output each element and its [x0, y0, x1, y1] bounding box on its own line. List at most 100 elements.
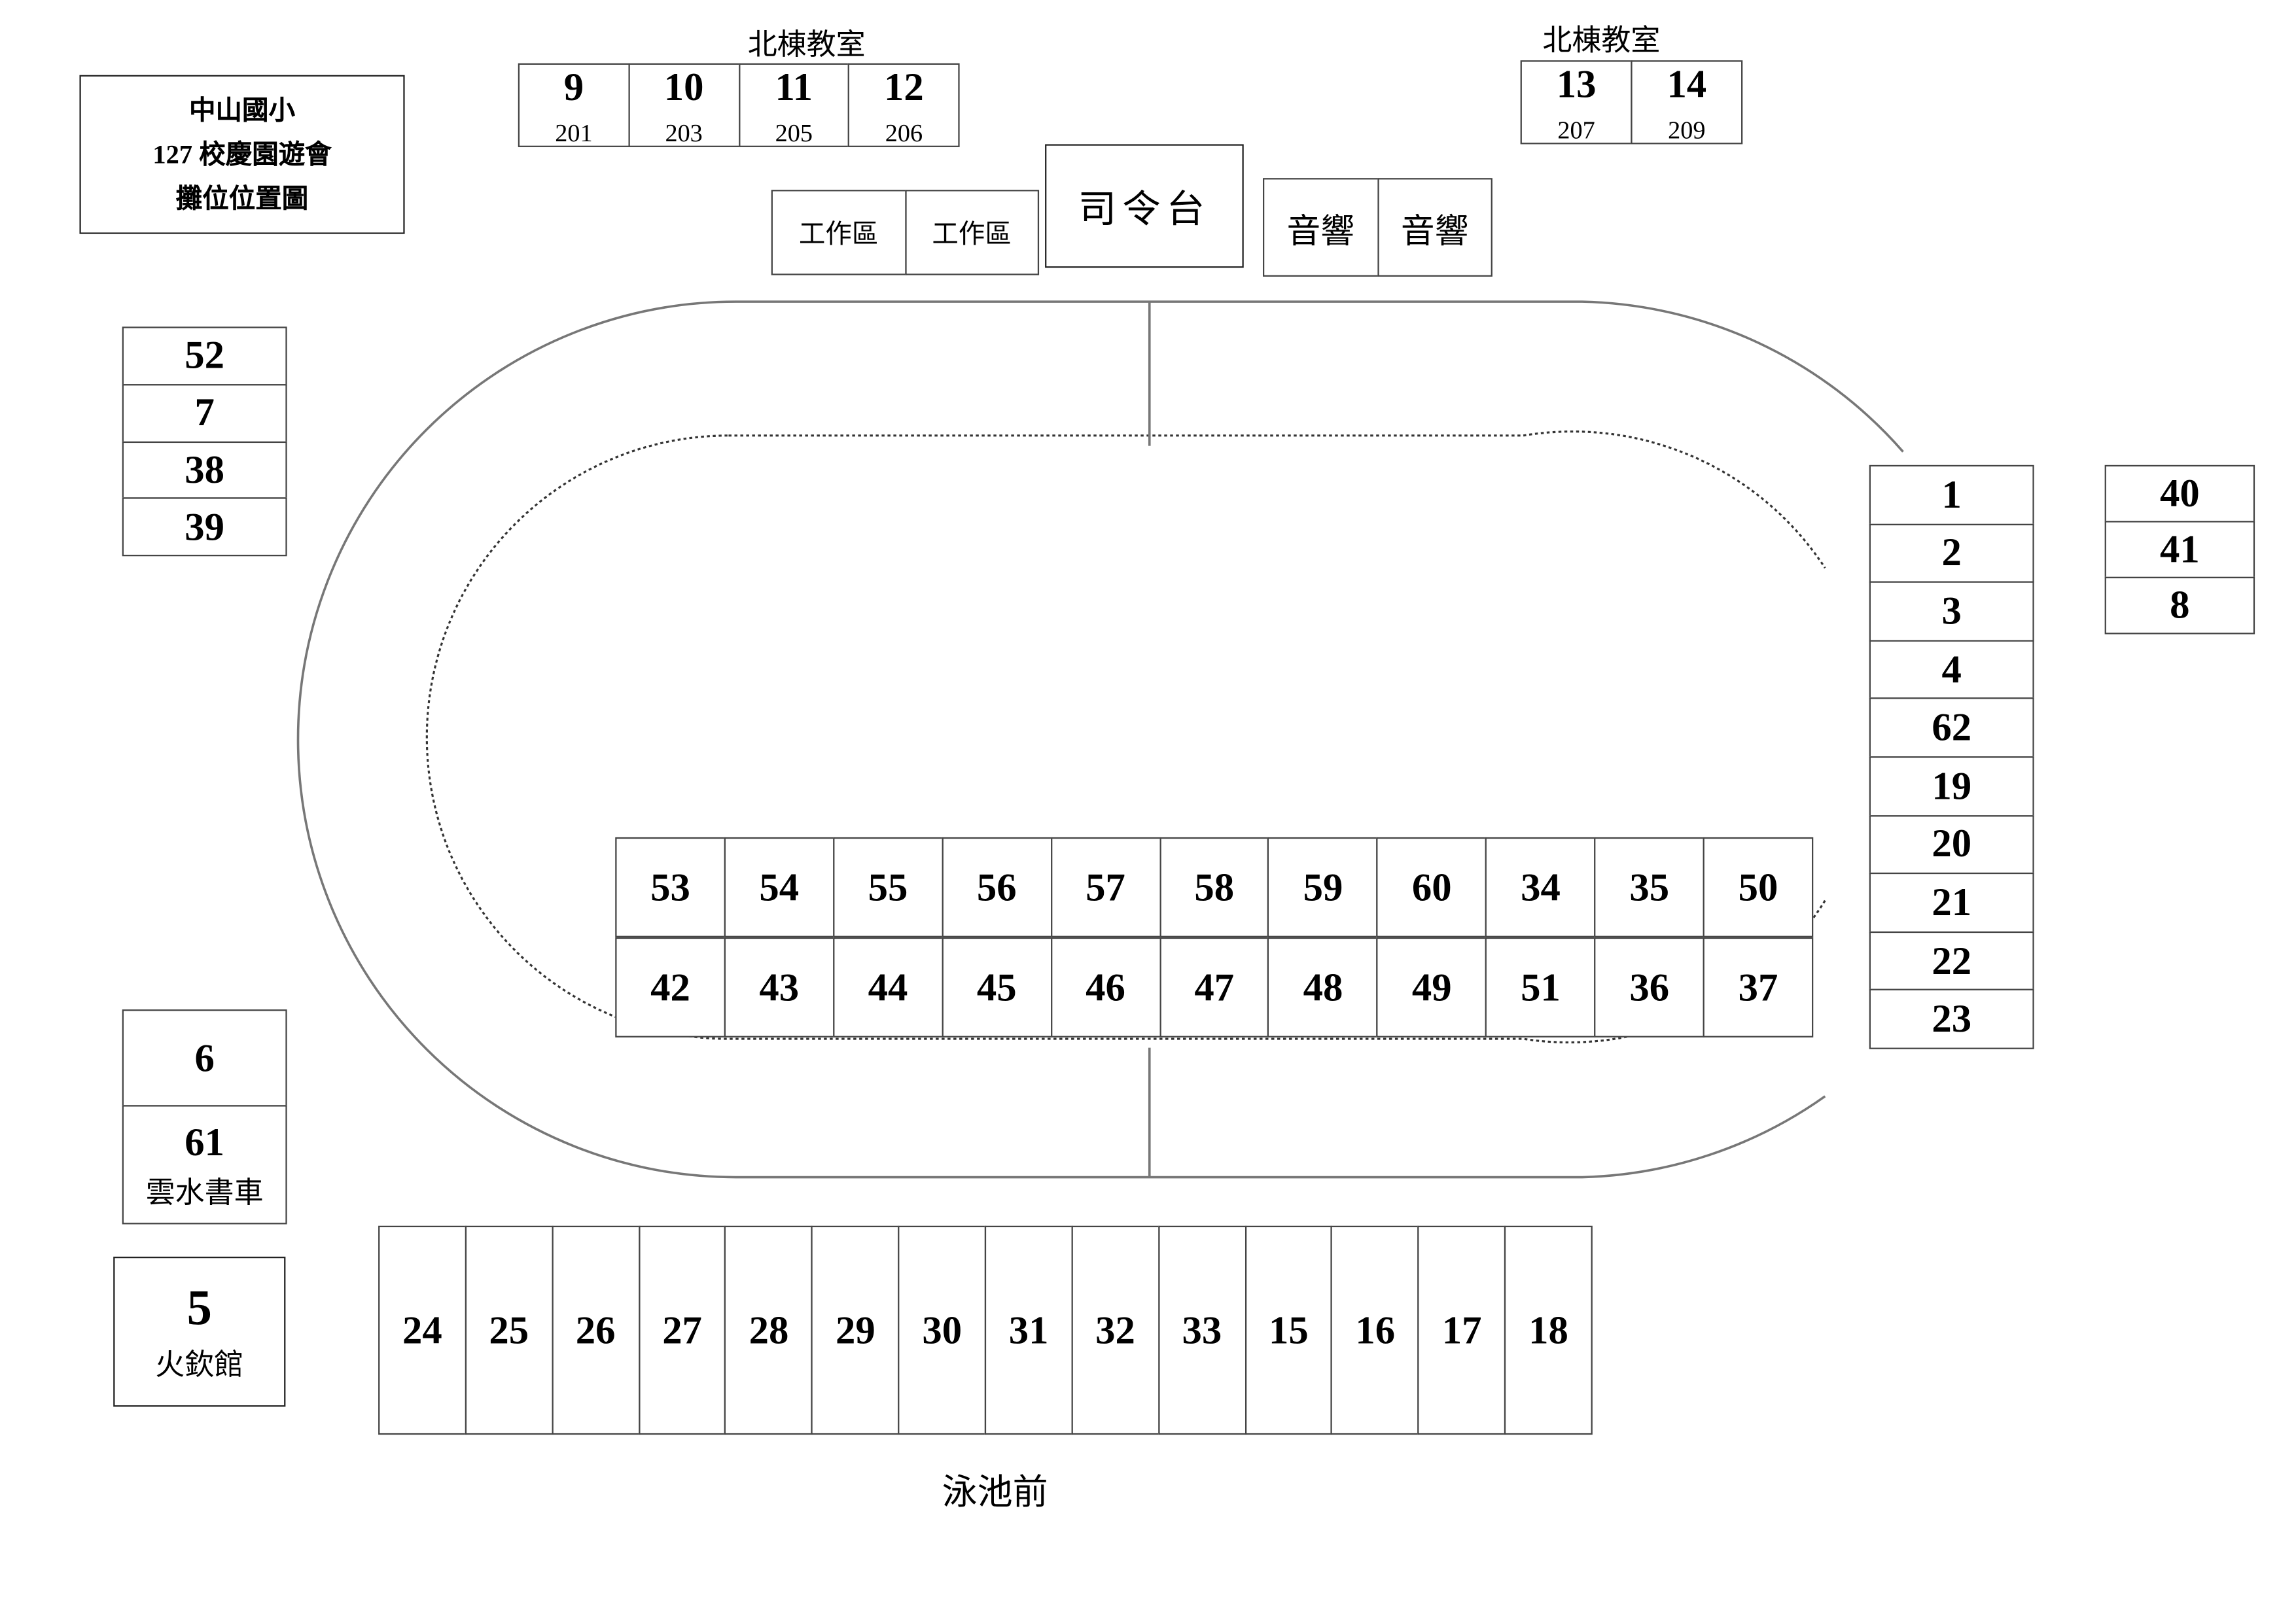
booth-number: 31	[1008, 1307, 1049, 1352]
booth-51[interactable]: 51	[1485, 937, 1596, 1038]
booth-30[interactable]: 30	[898, 1225, 987, 1435]
booth-number: 5	[186, 1281, 212, 1336]
booth-22[interactable]: 22	[1869, 931, 2034, 991]
booth-48[interactable]: 48	[1267, 937, 1379, 1038]
booth-55[interactable]: 55	[832, 837, 944, 937]
booth-number: 17	[1441, 1307, 1482, 1352]
booth-number: 44	[868, 964, 908, 1009]
booth-33[interactable]: 33	[1157, 1225, 1246, 1435]
booth-46[interactable]: 46	[1050, 937, 1161, 1038]
work-area-label: 工作區	[932, 219, 1012, 249]
booth-number: 39	[185, 504, 225, 549]
work-area[interactable]: 工作區	[904, 190, 1040, 275]
booth-35[interactable]: 35	[1594, 837, 1704, 937]
title-school: 中山國小	[189, 96, 296, 126]
booth-number: 26	[575, 1307, 616, 1352]
sound-area[interactable]: 音響	[1262, 178, 1379, 277]
booth-36[interactable]: 36	[1594, 937, 1704, 1038]
booth-37[interactable]: 37	[1703, 937, 1814, 1038]
booth-26[interactable]: 26	[551, 1225, 640, 1435]
booth-27[interactable]: 27	[638, 1225, 726, 1435]
booth-number: 14	[1667, 61, 1707, 106]
work-areas: 工作區工作區	[771, 190, 1040, 275]
booth-40[interactable]: 40	[2104, 464, 2255, 523]
booth-number: 21	[1932, 880, 1972, 924]
booth-44[interactable]: 44	[832, 937, 944, 1038]
booth-52[interactable]: 52	[122, 326, 287, 385]
booth-number: 9	[563, 64, 584, 109]
room-number: 209	[1668, 116, 1706, 145]
booth-16[interactable]: 16	[1331, 1225, 1420, 1435]
booth-53[interactable]: 53	[615, 837, 726, 937]
booth-number: 36	[1629, 964, 1670, 1009]
room-number: 205	[775, 119, 813, 147]
booth-28[interactable]: 28	[724, 1225, 813, 1435]
booth-19[interactable]: 19	[1869, 756, 2034, 816]
booth-34[interactable]: 34	[1485, 837, 1596, 937]
work-area[interactable]: 工作區	[771, 190, 906, 275]
booth-3[interactable]: 3	[1869, 581, 2034, 642]
booth-31[interactable]: 31	[984, 1225, 1073, 1435]
booth-59[interactable]: 59	[1267, 837, 1379, 937]
booth-49[interactable]: 49	[1376, 937, 1487, 1038]
booth-8[interactable]: 8	[2104, 576, 2255, 635]
booth-54[interactable]: 54	[724, 837, 834, 937]
booth-20[interactable]: 20	[1869, 814, 2034, 875]
booth-29[interactable]: 29	[811, 1225, 900, 1435]
booth-number: 12	[884, 64, 924, 109]
booth-39[interactable]: 39	[122, 497, 287, 557]
booth-number: 53	[650, 864, 690, 909]
booth-number: 27	[662, 1307, 702, 1352]
booth-47[interactable]: 47	[1159, 937, 1269, 1038]
room-number: 206	[885, 119, 923, 147]
booth-number: 58	[1194, 864, 1235, 909]
booth-43[interactable]: 43	[724, 937, 834, 1038]
booth-number: 48	[1303, 964, 1343, 1009]
booth-56[interactable]: 56	[941, 837, 1052, 937]
booth-38[interactable]: 38	[122, 440, 287, 500]
booth-24[interactable]: 24	[378, 1225, 467, 1435]
booth-4[interactable]: 4	[1869, 640, 2034, 700]
booth-25[interactable]: 25	[465, 1225, 554, 1435]
sound-area[interactable]: 音響	[1377, 178, 1492, 277]
booth-number: 3	[1941, 588, 1962, 633]
booth-number: 34	[1521, 864, 1561, 909]
booth-2[interactable]: 2	[1869, 523, 2034, 584]
booth-50[interactable]: 50	[1703, 837, 1814, 937]
booth-17[interactable]: 17	[1417, 1225, 1506, 1435]
booth-number: 18	[1528, 1307, 1568, 1352]
booth-41[interactable]: 41	[2104, 521, 2255, 579]
booth-1[interactable]: 1	[1869, 464, 2034, 525]
booth-7[interactable]: 7	[122, 383, 287, 442]
booth-15[interactable]: 15	[1245, 1225, 1333, 1435]
booth-number: 15	[1268, 1307, 1309, 1352]
booth-23[interactable]: 23	[1869, 989, 2034, 1049]
booth-60[interactable]: 60	[1376, 837, 1487, 937]
booth-32[interactable]: 32	[1071, 1225, 1159, 1435]
booth-21[interactable]: 21	[1869, 873, 2034, 933]
booth-62[interactable]: 62	[1869, 698, 2034, 758]
booth-6[interactable]: 6	[122, 1009, 287, 1107]
booth-45[interactable]: 45	[941, 937, 1052, 1038]
booth-58[interactable]: 58	[1159, 837, 1269, 937]
booth-57[interactable]: 57	[1050, 837, 1161, 937]
booth-42[interactable]: 42	[615, 937, 726, 1038]
sound-area-label: 音響	[1286, 213, 1355, 250]
booth-number: 8	[2170, 582, 2190, 627]
booth-18[interactable]: 18	[1504, 1225, 1593, 1435]
